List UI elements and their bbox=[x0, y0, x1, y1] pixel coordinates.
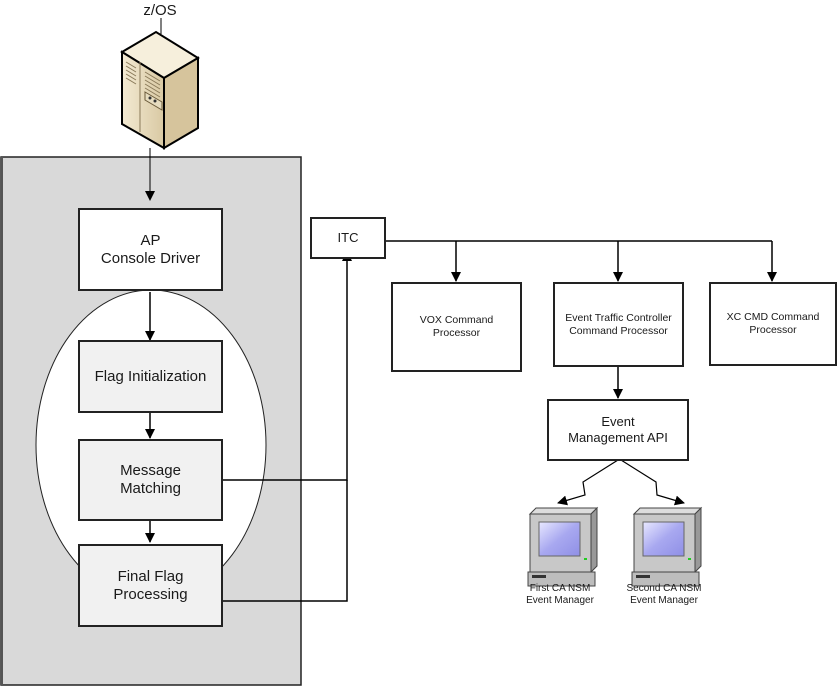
final-flag-processing-line2: Processing bbox=[113, 585, 188, 603]
etc-command-processor-box: Event Traffic Controller Command Process… bbox=[553, 282, 684, 367]
itc-box: ITC bbox=[310, 217, 386, 259]
ap-console-driver-line1: AP bbox=[140, 231, 161, 249]
etc-line2: Command Processor bbox=[569, 324, 668, 337]
event-api-line1: Event bbox=[601, 414, 635, 430]
vox-line2: Processor bbox=[432, 327, 481, 339]
first-manager-caption: First CA NSM Event Manager bbox=[510, 583, 610, 606]
ap-console-driver-line2: Console Driver bbox=[100, 249, 201, 267]
computer-icon-first bbox=[527, 506, 599, 587]
second-manager-line1: Second CA NSM bbox=[626, 583, 702, 594]
link-to-second-manager bbox=[620, 459, 685, 506]
server-icon bbox=[120, 18, 200, 201]
vox-line1: VOX Command bbox=[419, 314, 494, 327]
first-manager-line1: First CA NSM bbox=[529, 583, 591, 594]
itc-label: ITC bbox=[337, 230, 359, 246]
zos-label: z/OS bbox=[143, 2, 177, 19]
message-matching-box: Message Matching bbox=[78, 439, 223, 521]
final-flag-processing-line1: Final Flag bbox=[117, 567, 184, 585]
first-manager-line2: Event Manager bbox=[526, 594, 594, 606]
flag-initialization-box: Flag Initialization bbox=[78, 340, 223, 413]
etc-line1: Event Traffic Controller bbox=[565, 311, 672, 324]
event-management-api-box: Event Management API bbox=[547, 399, 689, 461]
xc-line1: XC CMD Command bbox=[726, 311, 820, 324]
xc-cmd-command-processor-box: XC CMD Command Processor bbox=[709, 282, 837, 366]
second-manager-caption: Second CA NSM Event Manager bbox=[614, 583, 714, 606]
event-api-line2: Management API bbox=[568, 430, 668, 445]
final-flag-processing-box: Final Flag Processing bbox=[78, 544, 223, 627]
message-matching-line2: Matching bbox=[120, 480, 181, 497]
vox-command-processor-box: VOX Command Processor bbox=[391, 282, 522, 372]
link-to-first-manager bbox=[557, 459, 619, 506]
xc-line2: Processor bbox=[749, 324, 797, 336]
flag-initialization-label: Flag Initialization bbox=[94, 367, 207, 385]
ap-console-driver-box: AP Console Driver bbox=[78, 208, 223, 291]
second-manager-line2: Event Manager bbox=[630, 594, 698, 606]
computer-icon-second bbox=[631, 506, 703, 587]
message-matching-line1: Message bbox=[120, 462, 181, 479]
